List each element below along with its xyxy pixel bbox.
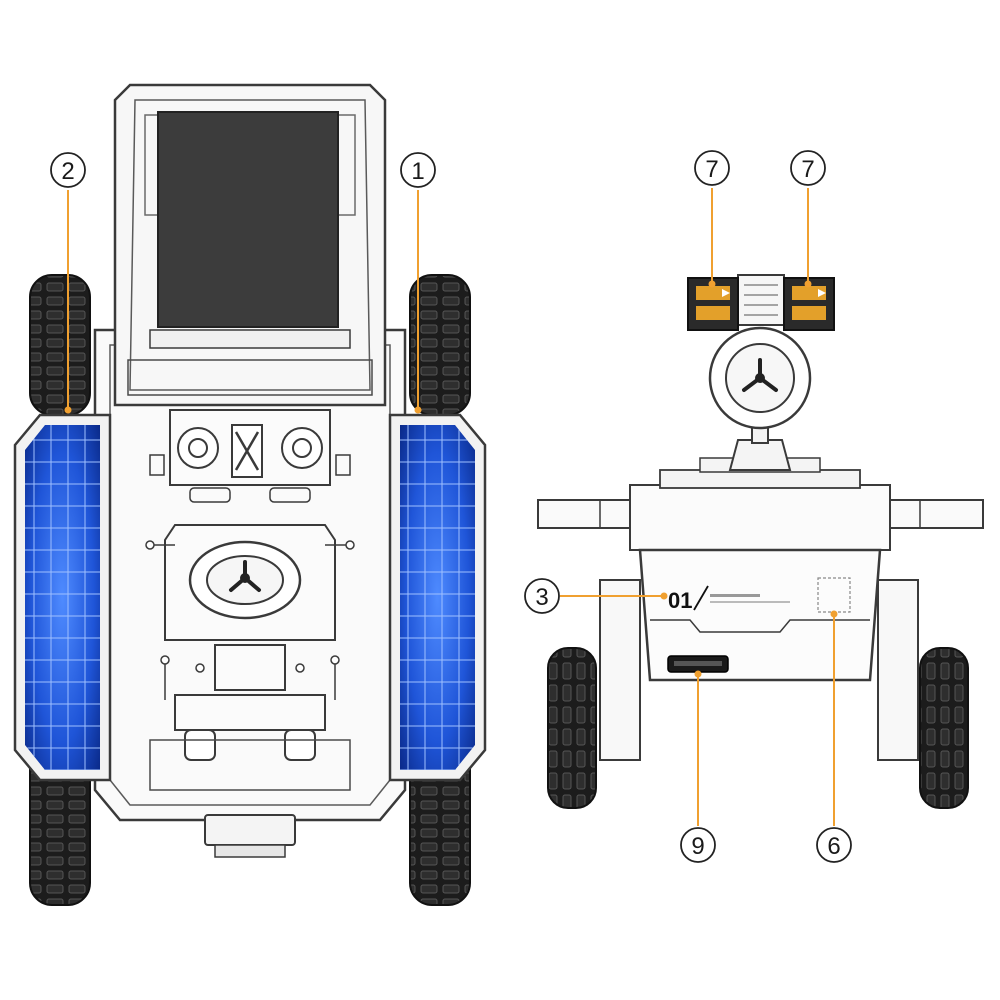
charge-indicator-left (687, 277, 739, 331)
callout-9: 9 (680, 670, 716, 863)
robot-top-view: 2 1 (13, 83, 487, 906)
callout-7-left-label: 7 (705, 156, 718, 183)
callout-2: 2 (50, 152, 86, 414)
side-body (638, 548, 882, 682)
screen (157, 111, 339, 328)
callout-1: 1 (400, 152, 436, 414)
callout-7-left: 7 (694, 150, 730, 288)
callout-6-label: 6 (827, 833, 840, 860)
wheel-front-left (29, 274, 91, 416)
wheel-side-left (547, 647, 597, 809)
wheel-side-right (919, 647, 969, 809)
callout-3-label: 3 (535, 584, 548, 611)
robot-side-view: 01 (524, 150, 984, 863)
sensor-right (281, 427, 323, 469)
callout-3: 3 (524, 578, 668, 614)
callout-9-label: 9 (691, 833, 704, 860)
callout-2-label: 2 (61, 158, 74, 185)
callout-7-right: 7 (790, 150, 826, 288)
callout-6: 6 (816, 610, 852, 863)
callout-7-right-label: 7 (801, 156, 814, 183)
solar-panel-left (13, 413, 112, 782)
solar-panel-right (388, 413, 487, 782)
sensor-left (177, 427, 219, 469)
callout-1-label: 1 (411, 158, 424, 185)
model-number: 01 (668, 588, 692, 613)
